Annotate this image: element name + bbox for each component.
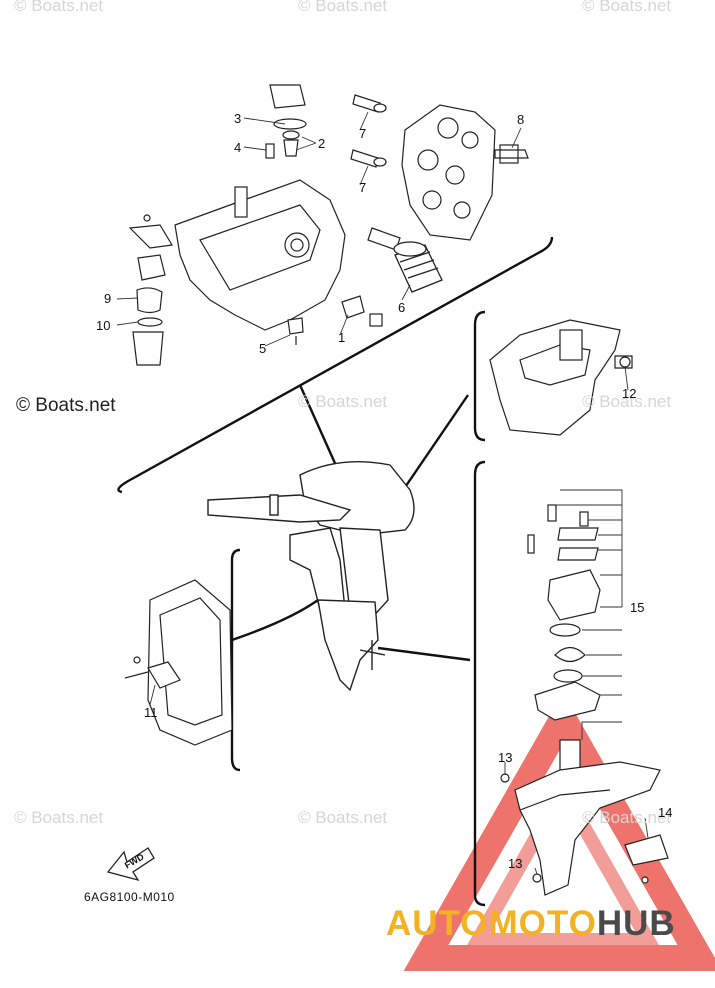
section-dividers bbox=[117, 236, 554, 907]
lower-unit bbox=[500, 761, 669, 896]
callout-11: 11 bbox=[144, 705, 158, 720]
callout-14: 14 bbox=[658, 805, 673, 820]
diagram-code: 6AG8100-M010 bbox=[84, 890, 175, 904]
water-pump-parts bbox=[527, 504, 601, 781]
watermark: © Boats.net bbox=[14, 0, 104, 15]
callout-1: 1 bbox=[338, 330, 346, 345]
fwd-arrow-icon bbox=[106, 847, 155, 882]
callout-10: 10 bbox=[96, 318, 111, 333]
callout-12: 12 bbox=[622, 386, 637, 401]
callout-5: 5 bbox=[259, 341, 267, 356]
exhaust-guide bbox=[489, 319, 633, 436]
callout-8: 8 bbox=[517, 112, 525, 127]
watermark-main: © Boats.net bbox=[16, 395, 116, 416]
logo-part-b: HUB bbox=[596, 904, 676, 943]
callout-2: 2 bbox=[318, 136, 326, 151]
logo-triangle bbox=[403, 691, 715, 971]
watermark: © Boats.net bbox=[582, 0, 672, 15]
watermark: © Boats.net bbox=[14, 808, 104, 827]
callout-6: 6 bbox=[398, 300, 406, 315]
callout-13b: 13 bbox=[508, 856, 523, 871]
watermark: © Boats.net bbox=[582, 808, 672, 827]
crankcase-assembly bbox=[128, 84, 401, 366]
callout-7a: 7 bbox=[359, 126, 367, 141]
watermark: © Boats.net bbox=[298, 808, 388, 827]
outboard-motor bbox=[207, 461, 415, 692]
callout-4: 4 bbox=[234, 140, 242, 155]
callout-15: 15 bbox=[630, 600, 645, 615]
watermark: © Boats.net bbox=[298, 0, 388, 15]
callout-3: 3 bbox=[234, 111, 242, 126]
logo-wordmark: AUTOMOTOHUB bbox=[386, 904, 676, 944]
callout-7b: 7 bbox=[359, 180, 367, 195]
callout-13a: 13 bbox=[498, 750, 513, 765]
bracket-assembly bbox=[124, 579, 233, 746]
oil-filter bbox=[393, 241, 443, 293]
logo-part-a: AUTOMOTO bbox=[386, 904, 597, 943]
watermark: © Boats.net bbox=[298, 392, 388, 411]
callout-9: 9 bbox=[104, 291, 112, 306]
watermark: © Boats.net bbox=[582, 392, 672, 411]
leader-lines bbox=[116, 111, 649, 875]
cylinder-head bbox=[350, 94, 529, 241]
